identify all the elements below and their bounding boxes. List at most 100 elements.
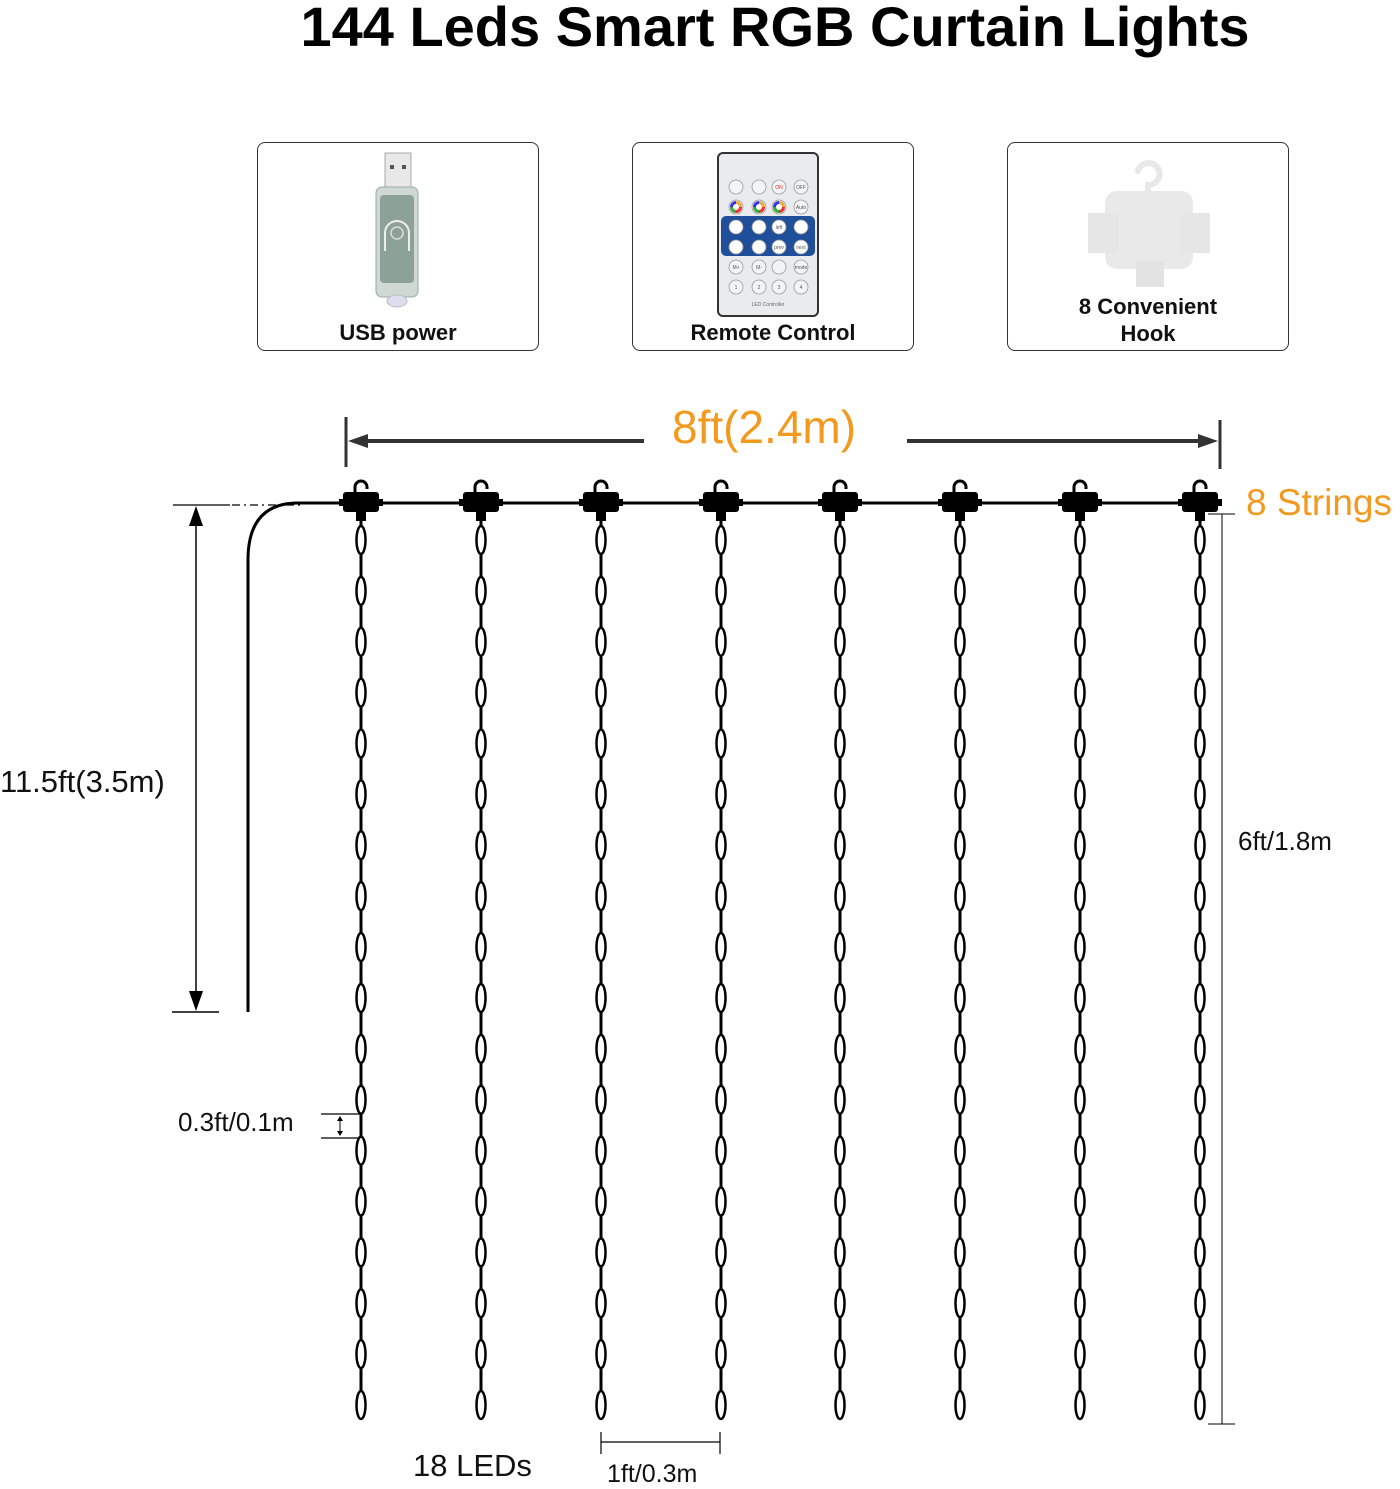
- led-bulb: [1074, 626, 1086, 658]
- led-bulb: [355, 626, 367, 658]
- remote-button: [771, 179, 787, 195]
- remote-button: [793, 179, 809, 195]
- led-bulb: [475, 677, 487, 708]
- led-bulb: [1194, 1135, 1206, 1166]
- led-strings: [339, 479, 1222, 1421]
- led-bulb: [355, 830, 367, 861]
- led-bulb: [355, 1389, 367, 1421]
- led-bulb: [595, 1237, 607, 1268]
- led-bulb: [715, 779, 727, 810]
- led-bulb: [715, 1186, 727, 1217]
- led-bulb: [954, 1186, 966, 1217]
- led-bulb: [715, 1338, 727, 1370]
- led-bulb: [475, 779, 487, 810]
- remote-button-label: 1: [735, 285, 738, 291]
- width-dimension: [344, 417, 1222, 469]
- led-bulb: [954, 931, 966, 963]
- led-bulb: [595, 626, 607, 658]
- led-bulb: [1194, 1237, 1206, 1268]
- hook-icon: [1072, 479, 1088, 493]
- led-bulb: [954, 677, 966, 708]
- remote-button-label: ON: [775, 185, 783, 191]
- remote-button: [728, 179, 744, 195]
- accessory-card-usb: USB power: [257, 142, 539, 351]
- string-spacing-dimension: [600, 1432, 721, 1454]
- led-bulb: [834, 1338, 846, 1370]
- led-bulb: [1194, 1389, 1206, 1421]
- led-bulb: [355, 1135, 367, 1166]
- led-bulb: [595, 728, 607, 759]
- led-bulb: [834, 880, 846, 912]
- led-bulb: [834, 728, 846, 759]
- led-bulb: [1074, 575, 1086, 607]
- led-bulb: [1074, 880, 1086, 912]
- led-string: [1178, 479, 1222, 1421]
- led-string: [818, 479, 862, 1421]
- hook-icon: [353, 479, 369, 493]
- hook-label-line1: 8 Convenient: [1078, 294, 1218, 319]
- led-spacing-dimension: [321, 1113, 360, 1139]
- remote-button: [793, 199, 809, 215]
- led-bulb: [1194, 626, 1206, 658]
- remote-button: [771, 239, 787, 255]
- hook-icon: [713, 479, 729, 493]
- led-bulb: [834, 1084, 846, 1115]
- led-bulb: [1194, 1338, 1206, 1370]
- led-string: [1058, 479, 1102, 1421]
- led-bulb: [1194, 1186, 1206, 1217]
- led-bulb: [355, 931, 367, 963]
- led-bulb: [355, 1186, 367, 1217]
- led-bulb: [1074, 1135, 1086, 1166]
- remote-button-label: next: [796, 245, 806, 251]
- led-bulb: [1194, 1084, 1206, 1115]
- remote-button: [771, 279, 787, 295]
- led-bulb: [595, 575, 607, 607]
- remote-button-label: left: [776, 225, 783, 231]
- led-bulb: [834, 1287, 846, 1319]
- led-bulb: [1194, 1287, 1206, 1319]
- hook-icon: [473, 479, 489, 493]
- led-bulb: [834, 1237, 846, 1268]
- led-string: [938, 479, 982, 1421]
- led-bulb: [595, 830, 607, 861]
- led-spacing-label: 0.3ft/0.1m: [178, 1107, 294, 1137]
- led-bulb: [595, 1186, 607, 1217]
- remote-button-label: M+: [732, 265, 739, 271]
- led-bulb: [954, 575, 966, 607]
- led-bulb: [595, 677, 607, 708]
- led-bulb: [954, 524, 966, 556]
- led-bulb: [595, 1084, 607, 1115]
- remote-button: [793, 239, 809, 255]
- width-arrow-right-head: [1198, 434, 1218, 448]
- led-bulb: [475, 626, 487, 658]
- led-bulb: [1194, 677, 1206, 708]
- led-bulb: [954, 1135, 966, 1166]
- led-bulb: [355, 1338, 367, 1370]
- leds-per-string-label: 18 LEDs: [413, 1448, 532, 1483]
- remote-button: [771, 219, 787, 235]
- remote-button: [728, 239, 744, 255]
- remote-button: [751, 179, 767, 195]
- led-string: [339, 479, 383, 1421]
- hook-connector-icon: [1088, 160, 1210, 287]
- led-bulb: [954, 1237, 966, 1268]
- lead-length-label: 11.5ft(3.5m): [0, 764, 165, 799]
- remote-button-label: prev: [774, 245, 784, 251]
- led-bulb: [595, 1033, 607, 1065]
- led-bulb: [1194, 1033, 1206, 1065]
- led-bulb: [475, 982, 487, 1014]
- led-bulb: [715, 575, 727, 607]
- led-bulb: [1074, 677, 1086, 708]
- led-bulb: [595, 779, 607, 810]
- led-bulb: [715, 1084, 727, 1115]
- remote-button: [771, 259, 787, 275]
- string-spacing-label: 1ft/0.3m: [607, 1460, 698, 1488]
- led-bulb: [834, 626, 846, 658]
- remote-caption: LED Controller: [752, 302, 785, 308]
- led-string: [699, 479, 743, 1421]
- led-bulb: [1194, 982, 1206, 1014]
- led-bulb: [715, 677, 727, 708]
- led-bulb: [834, 575, 846, 607]
- led-bulb: [954, 880, 966, 912]
- led-bulb: [1074, 779, 1086, 810]
